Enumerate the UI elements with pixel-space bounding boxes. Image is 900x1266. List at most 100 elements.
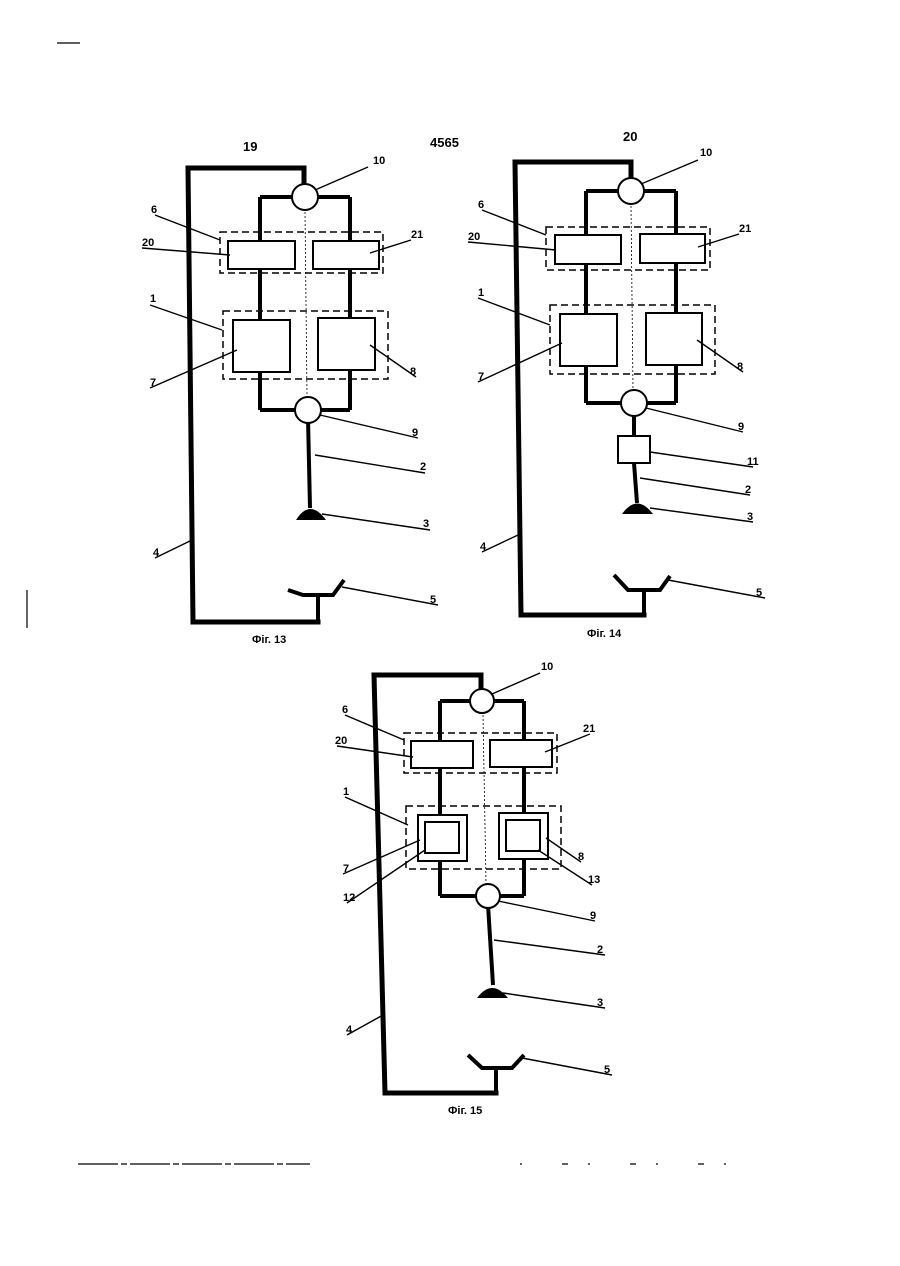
leader-10 bbox=[492, 673, 540, 694]
caption-fig-15: Фіг. 15 bbox=[448, 1105, 482, 1117]
block-21 bbox=[640, 234, 705, 263]
label-10: 10 bbox=[700, 147, 712, 159]
label-5: 5 bbox=[756, 587, 762, 599]
block-20 bbox=[555, 235, 621, 264]
block-8 bbox=[646, 313, 702, 365]
label-9: 9 bbox=[590, 910, 596, 922]
figure-15: 10 6 20 21 1 7 12 8 13 9 2 3 4 5 Фіг. 15 bbox=[335, 661, 612, 1117]
leader-3 bbox=[503, 993, 605, 1008]
label-6: 6 bbox=[478, 199, 484, 211]
leader-1 bbox=[478, 298, 550, 325]
figure-14: 10 6 20 21 1 7 8 9 11 2 3 4 5 Фіг. 14 bbox=[468, 147, 765, 640]
parallel-branches bbox=[440, 701, 524, 896]
label-7: 7 bbox=[150, 377, 156, 389]
label-4: 4 bbox=[153, 547, 160, 559]
outer-loop-4 bbox=[188, 168, 318, 622]
label-8: 8 bbox=[578, 851, 584, 863]
block-13 bbox=[506, 820, 540, 851]
label-21: 21 bbox=[411, 229, 423, 241]
label-6: 6 bbox=[151, 204, 157, 216]
label-4: 4 bbox=[346, 1024, 353, 1036]
label-8: 8 bbox=[410, 366, 416, 378]
axis-line bbox=[305, 212, 307, 395]
leader-9 bbox=[498, 901, 595, 921]
block-12 bbox=[425, 822, 459, 853]
leader-5 bbox=[342, 587, 438, 605]
leader-10 bbox=[641, 160, 698, 184]
label-20: 20 bbox=[468, 231, 480, 243]
label-10: 10 bbox=[541, 661, 553, 673]
leader-4 bbox=[482, 535, 518, 552]
node-10 bbox=[292, 184, 318, 210]
block-7 bbox=[560, 314, 617, 366]
label-5: 5 bbox=[604, 1064, 610, 1076]
element-3 bbox=[622, 504, 653, 515]
label-3: 3 bbox=[597, 997, 603, 1009]
node-9 bbox=[621, 390, 647, 416]
label-2: 2 bbox=[745, 484, 751, 496]
leader-3 bbox=[650, 508, 753, 522]
block-21 bbox=[490, 740, 552, 767]
label-5: 5 bbox=[430, 594, 436, 606]
leader-7 bbox=[150, 350, 237, 388]
caption-fig-14: Фіг. 14 bbox=[587, 628, 622, 640]
leader-12 bbox=[347, 850, 425, 903]
label-20: 20 bbox=[335, 735, 347, 747]
leader-20 bbox=[468, 242, 556, 250]
label-4: 4 bbox=[480, 541, 487, 553]
figure-13: 10 6 20 21 1 7 8 9 2 3 4 5 Фіг. 13 bbox=[142, 155, 438, 646]
element-3 bbox=[296, 509, 326, 520]
label-8: 8 bbox=[737, 361, 743, 373]
label-12: 12 bbox=[343, 892, 355, 904]
outer-loop-4 bbox=[374, 675, 496, 1093]
label-1: 1 bbox=[150, 293, 156, 305]
label-21: 21 bbox=[583, 723, 595, 735]
label-7: 7 bbox=[343, 863, 349, 875]
label-2: 2 bbox=[597, 944, 603, 956]
block-8 bbox=[318, 318, 375, 370]
label-6: 6 bbox=[342, 704, 348, 716]
leader-9 bbox=[646, 408, 743, 432]
block-21 bbox=[313, 241, 379, 269]
node-10 bbox=[618, 178, 644, 204]
element-5 bbox=[288, 580, 344, 622]
label-11: 11 bbox=[747, 456, 759, 468]
label-21: 21 bbox=[739, 223, 751, 235]
axis-line bbox=[483, 715, 486, 882]
line-2 bbox=[634, 463, 637, 503]
leader-9 bbox=[320, 415, 418, 438]
leader-11 bbox=[650, 452, 753, 467]
leader-10 bbox=[315, 167, 368, 190]
element-5 bbox=[614, 575, 670, 615]
label-3: 3 bbox=[747, 511, 753, 523]
right-column-number: 20 bbox=[623, 129, 637, 144]
leader-4 bbox=[155, 540, 192, 558]
node-9 bbox=[295, 397, 321, 423]
page-number: 4565 bbox=[430, 135, 459, 150]
label-1: 1 bbox=[478, 287, 484, 299]
label-3: 3 bbox=[423, 518, 429, 530]
label-20: 20 bbox=[142, 237, 154, 249]
leader-5 bbox=[522, 1058, 612, 1075]
leader-2 bbox=[640, 478, 750, 495]
leader-20 bbox=[142, 248, 230, 255]
leader-3 bbox=[322, 514, 430, 530]
leader-4 bbox=[347, 1015, 383, 1035]
label-1: 1 bbox=[343, 786, 349, 798]
label-9: 9 bbox=[412, 427, 418, 439]
block-20 bbox=[228, 241, 295, 269]
node-10 bbox=[470, 689, 494, 713]
block-20 bbox=[411, 741, 473, 768]
label-13: 13 bbox=[588, 874, 600, 886]
axis-line bbox=[631, 206, 633, 390]
leader-2 bbox=[315, 455, 425, 473]
leader-2 bbox=[494, 940, 605, 955]
leader-5 bbox=[668, 580, 765, 598]
label-9: 9 bbox=[738, 421, 744, 433]
block-7 bbox=[233, 320, 290, 372]
leader-1 bbox=[150, 305, 222, 330]
line-2 bbox=[308, 418, 310, 508]
caption-fig-13: Фіг. 13 bbox=[252, 634, 286, 646]
